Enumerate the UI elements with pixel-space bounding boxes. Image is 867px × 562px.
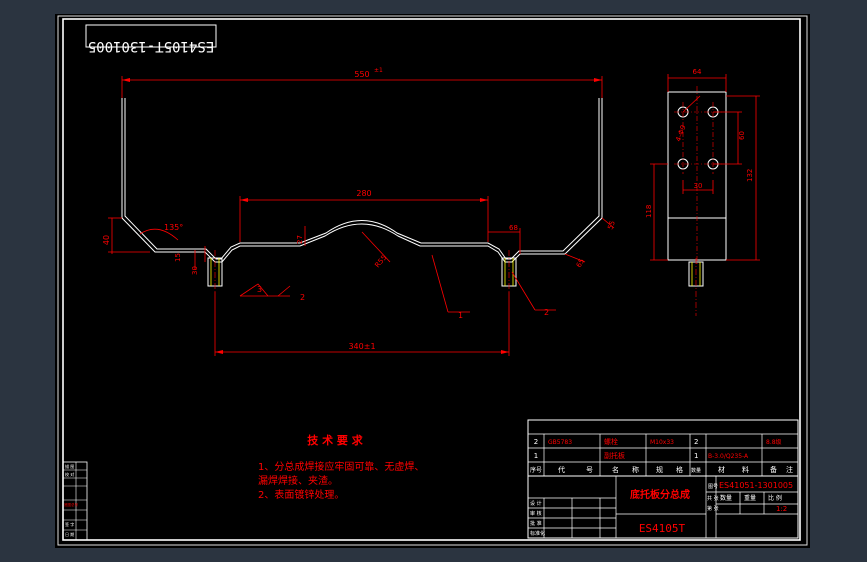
bom-row2-no: 2 — [534, 438, 538, 446]
bom-row1-material: B-3.0/Q235-A — [708, 453, 749, 460]
dim-depth: 27 — [296, 235, 304, 244]
label-design: 设 计 — [530, 500, 542, 507]
dim-left-small2: 15 — [174, 253, 182, 262]
dim-lower-height: 118 — [645, 205, 653, 218]
bracket-outline-inner — [124, 98, 600, 260]
bom-table: 2 GB5783 螺栓 M10x33 2 8.8级 1 副托板 1 B-3.0/… — [527, 419, 799, 477]
dim-right-edge: 55 — [606, 220, 617, 231]
dim-hole-spacing: 340±1 — [348, 342, 375, 351]
stamp-base-no: 底图总号 — [64, 502, 78, 507]
dim-vert-spacing: 60 — [738, 131, 746, 140]
drawing-sheet — [55, 14, 810, 548]
dim-overall-tol: ±1 — [374, 67, 383, 74]
side-stamp-column: 描 图 校 对 底图总号 签 字 日 期 — [62, 461, 88, 541]
bom-header-spec-1: 规 — [656, 465, 663, 474]
bom-row1-name: 副托板 — [604, 451, 625, 460]
label-drawing-no: 图号 — [708, 484, 718, 490]
label-weight: 重量 — [744, 494, 756, 502]
bom-header-name-1: 名 — [612, 465, 619, 474]
bom-header-spec-2: 格 — [676, 465, 683, 474]
bom-header-mat-1: 材 — [718, 465, 725, 474]
dim-angle: 135° — [164, 223, 183, 232]
bom-header-no: 序号 — [530, 466, 542, 474]
bom-row1-qty: 1 — [694, 452, 698, 460]
stamp-sign: 签 字 — [65, 521, 74, 527]
label-approve: 批 准 — [530, 520, 542, 527]
bom-header-code-1: 代 — [558, 465, 565, 474]
bom-header-name-2: 称 — [632, 465, 639, 474]
bom-row2-spec: M10x33 — [650, 439, 674, 446]
stamp-check: 校 对 — [65, 471, 74, 477]
bom-header-code-2: 号 — [586, 466, 593, 474]
callout-2: 2 — [544, 308, 549, 317]
mirrored-drawing-number: ES4105T-1301005 — [88, 38, 214, 54]
notes-title: 技 术 要 求 — [307, 433, 363, 447]
bolt-right — [501, 250, 517, 292]
drawing-number: ES41051-1301005 — [719, 481, 793, 490]
dim-left-height: 40 — [102, 235, 111, 245]
dim-right-step: 65 — [575, 257, 586, 269]
mirrored-number-box — [85, 24, 217, 48]
model-number: ES4105T — [639, 522, 686, 535]
front-view: 550 ±1 280 340±1 40 135° 30 15 27 R55 68… — [102, 67, 617, 356]
dim-horiz-spacing: 30 — [694, 182, 703, 190]
bom-header-note-1: 备 — [770, 465, 777, 474]
weld-callout-2: 2 — [300, 293, 305, 302]
weld-symbol-3: 3 — [257, 285, 262, 294]
bom-row2-note: 8.8级 — [766, 438, 782, 446]
bom-header-note-2: 注 — [786, 465, 793, 474]
bom-row2-code: GB5783 — [548, 439, 572, 446]
title-block: 底托板分总成 ES41051-1301005 ES4105T 图号 共 张 第 … — [527, 475, 799, 539]
bom-row2-qty: 2 — [694, 438, 698, 446]
dim-overall-width: 550 — [354, 70, 369, 79]
sheet-inner-border — [62, 18, 801, 541]
label-review: 审 核 — [530, 510, 542, 517]
label-sheet: 第 张 — [707, 505, 719, 512]
bom-header-mat-2: 料 — [742, 465, 749, 474]
callout-1: 1 — [458, 311, 463, 320]
side-view: 64 4-Φ9 60 30 132 118 — [645, 68, 760, 316]
dim-center-width: 280 — [356, 189, 371, 198]
notes-line-1: 1、分总成焊接应牢固可靠、无虚焊、 — [258, 460, 424, 473]
dim-total-height: 132 — [746, 169, 754, 182]
bom-header-qty: 数量 — [691, 467, 701, 474]
dim-right-offset: 68 — [509, 224, 518, 232]
sheet-outer-border — [57, 15, 808, 546]
label-standard: 标准化 — [530, 530, 545, 537]
stamp-date: 日 期 — [65, 531, 74, 537]
bom-row1-no: 1 — [534, 452, 538, 460]
bom-row2-name: 螺栓 — [604, 437, 618, 446]
bolt-left — [207, 250, 223, 292]
part-name: 底托板分总成 — [630, 488, 690, 501]
dim-left-small: 30 — [191, 266, 199, 275]
dim-side-width: 64 — [693, 68, 702, 76]
stamp-trace: 描 图 — [65, 463, 74, 469]
notes-line-2: 漏焊焊接、夹渣。 — [258, 474, 338, 487]
label-scale: 比 例 — [768, 494, 782, 502]
label-qty: 数量 — [720, 494, 732, 502]
scale-value: 1:2 — [776, 505, 787, 513]
notes-line-3: 2、表面镀锌处理。 — [258, 488, 344, 501]
label-total-sheets: 共 张 — [707, 495, 719, 502]
technical-notes: 技 术 要 求 1、分总成焊接应牢固可靠、无虚焊、 漏焊焊接、夹渣。 2、表面镀… — [258, 433, 424, 501]
